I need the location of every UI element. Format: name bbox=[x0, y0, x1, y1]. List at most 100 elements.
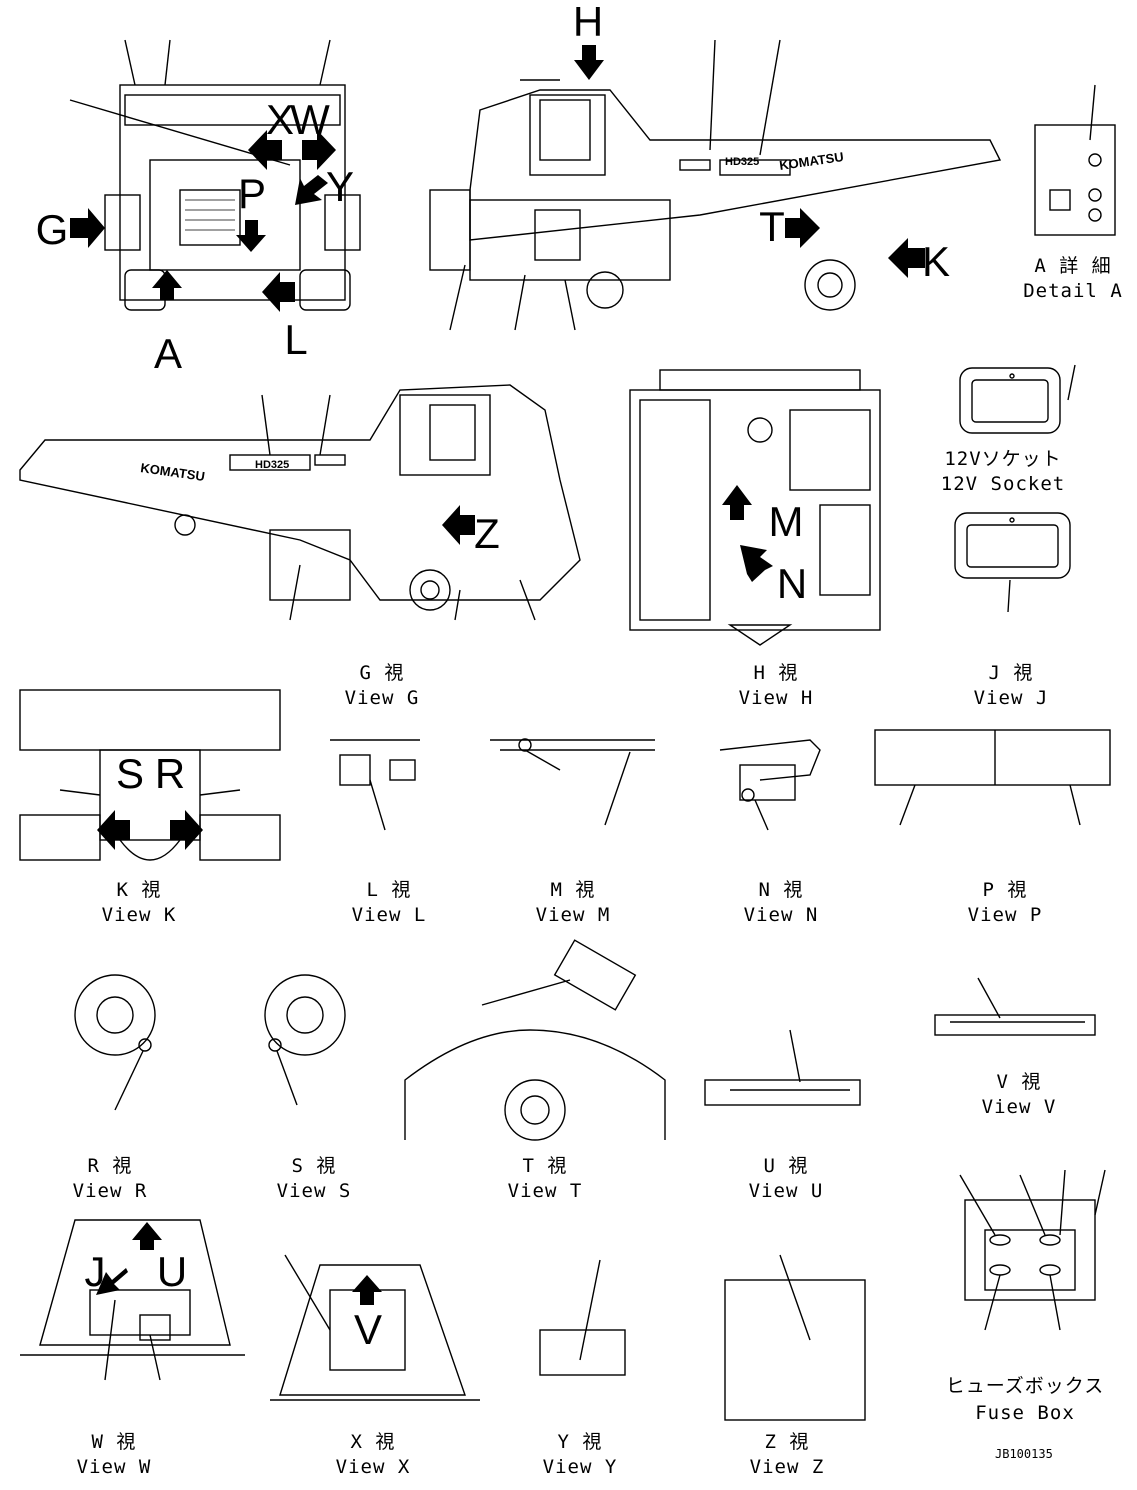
letter-m: M bbox=[768, 498, 804, 545]
fusebox-caption-jp: ヒューズボックス bbox=[945, 1375, 1105, 1397]
arrow-icon-l bbox=[262, 272, 295, 312]
detail-a-caption-jp: A 詳 細 bbox=[1034, 255, 1112, 277]
brand-hd-1: HD325 bbox=[725, 156, 759, 168]
socket-drawing bbox=[954, 364, 1076, 613]
view-n-caption-en: View N bbox=[743, 904, 819, 926]
view-y-caption-en: View Y bbox=[542, 1456, 618, 1478]
view-w-drawing bbox=[20, 1219, 245, 1381]
view-r-drawing bbox=[74, 974, 156, 1111]
view-t-caption-en: View T bbox=[507, 1180, 583, 1202]
detail-a-caption-en: Detail A bbox=[1023, 280, 1123, 302]
view-k-caption-en: View K bbox=[101, 904, 177, 926]
arrow-icon-v bbox=[352, 1275, 382, 1305]
view-w-caption-jp: W 視 bbox=[91, 1431, 137, 1453]
letter-u: U bbox=[156, 1248, 188, 1295]
view-l-drawing bbox=[330, 739, 420, 831]
view-g-caption-en: View G bbox=[344, 687, 420, 709]
arrow-icon-n bbox=[740, 545, 773, 582]
front-view bbox=[69, 39, 361, 311]
letter-v: V bbox=[353, 1306, 383, 1353]
view-h-caption-en: View H bbox=[738, 687, 814, 709]
fusebox-drawing bbox=[959, 1169, 1106, 1331]
arrow-icon-k bbox=[888, 238, 925, 278]
letter-t: T bbox=[759, 203, 785, 250]
view-n-caption-jp: N 視 bbox=[758, 879, 804, 901]
view-p-drawing bbox=[874, 729, 1111, 826]
view-m-caption-jp: M 視 bbox=[550, 879, 596, 901]
view-y-caption-jp: Y 視 bbox=[557, 1431, 603, 1453]
arrow-icon-g bbox=[70, 208, 105, 248]
view-m-caption-en: View M bbox=[535, 904, 611, 926]
view-r-caption-en: View R bbox=[72, 1180, 148, 1202]
view-v-caption-jp: V 視 bbox=[996, 1071, 1042, 1093]
brand-komatsu-1: KOMATSU bbox=[778, 149, 844, 173]
arrow-icon-p bbox=[236, 220, 266, 252]
view-j-caption-jp: J 視 bbox=[988, 662, 1034, 684]
arrow-icon-u bbox=[132, 1222, 162, 1250]
view-w-caption-en: View W bbox=[76, 1456, 152, 1478]
arrow-icon-h bbox=[574, 45, 604, 80]
side-view-left bbox=[19, 384, 581, 621]
letter-r: R bbox=[154, 750, 186, 797]
view-x-caption-en: View X bbox=[335, 1456, 411, 1478]
letter-g: G bbox=[35, 206, 69, 253]
view-t-caption-jp: T 視 bbox=[522, 1155, 568, 1177]
letter-l: L bbox=[284, 316, 308, 363]
view-j-caption-en: View J bbox=[973, 687, 1049, 709]
direction-arrows bbox=[70, 45, 925, 1305]
side-view-right bbox=[429, 39, 1002, 331]
letter-h: H bbox=[572, 0, 604, 45]
view-p-caption-en: View P bbox=[967, 904, 1043, 926]
detail-a-drawing bbox=[1034, 84, 1116, 236]
view-s-caption-en: View S bbox=[276, 1180, 352, 1202]
letter-y: Y bbox=[325, 163, 355, 210]
view-z-caption-en: View Z bbox=[749, 1456, 825, 1478]
view-u-caption-en: View U bbox=[748, 1180, 824, 1202]
drawing-code: JB100135 bbox=[995, 1447, 1053, 1461]
top-view bbox=[629, 369, 881, 646]
arrow-icon-z bbox=[442, 505, 475, 545]
socket-caption-jp: 12Vソケット bbox=[944, 448, 1062, 470]
view-k-caption-jp: K 視 bbox=[116, 879, 162, 901]
view-n-drawing bbox=[719, 739, 821, 831]
letter-w: W bbox=[290, 96, 330, 143]
letter-x: X bbox=[265, 96, 295, 143]
arrow-icon-r bbox=[170, 810, 203, 850]
view-x-caption-jp: X 視 bbox=[350, 1431, 396, 1453]
arrow-icon-x bbox=[248, 130, 282, 170]
arrow-icon-s bbox=[97, 810, 130, 850]
fusebox-caption-en: Fuse Box bbox=[975, 1402, 1075, 1424]
view-p-caption-jp: P 視 bbox=[982, 879, 1028, 901]
view-h-caption-jp: H 視 bbox=[753, 662, 799, 684]
view-l-caption-en: View L bbox=[351, 904, 427, 926]
view-t-drawing bbox=[404, 939, 666, 1141]
view-v-drawing bbox=[934, 977, 1096, 1036]
view-z-drawing bbox=[724, 1254, 866, 1421]
arrow-icon-j bbox=[96, 1268, 128, 1295]
view-u-drawing bbox=[704, 1029, 861, 1106]
letter-s: S bbox=[115, 750, 145, 797]
brand-hd-2: HD325 bbox=[255, 459, 289, 471]
arrow-icon-y bbox=[295, 175, 328, 205]
letter-a: A bbox=[153, 330, 183, 377]
arrow-icon-m bbox=[722, 485, 752, 520]
letter-n: N bbox=[776, 560, 808, 607]
view-u-caption-jp: U 視 bbox=[763, 1155, 809, 1177]
view-m-drawing bbox=[490, 738, 655, 826]
socket-caption-en: 12V Socket bbox=[940, 473, 1066, 495]
view-k-drawing bbox=[19, 689, 281, 861]
view-z-caption-jp: Z 視 bbox=[764, 1431, 810, 1453]
letter-j: J bbox=[84, 1248, 106, 1295]
arrow-icon-w bbox=[302, 130, 336, 170]
arrow-icon-a bbox=[152, 270, 182, 300]
view-y-drawing bbox=[539, 1259, 626, 1376]
view-s-drawing bbox=[264, 974, 346, 1106]
letter-p: P bbox=[237, 170, 267, 217]
letter-k: K bbox=[921, 238, 951, 285]
view-g-caption-jp: G 視 bbox=[359, 662, 405, 684]
brand-komatsu-2: KOMATSU bbox=[140, 460, 206, 484]
view-s-caption-jp: S 視 bbox=[291, 1155, 337, 1177]
letter-z: Z bbox=[474, 510, 500, 557]
view-r-caption-jp: R 視 bbox=[87, 1155, 133, 1177]
